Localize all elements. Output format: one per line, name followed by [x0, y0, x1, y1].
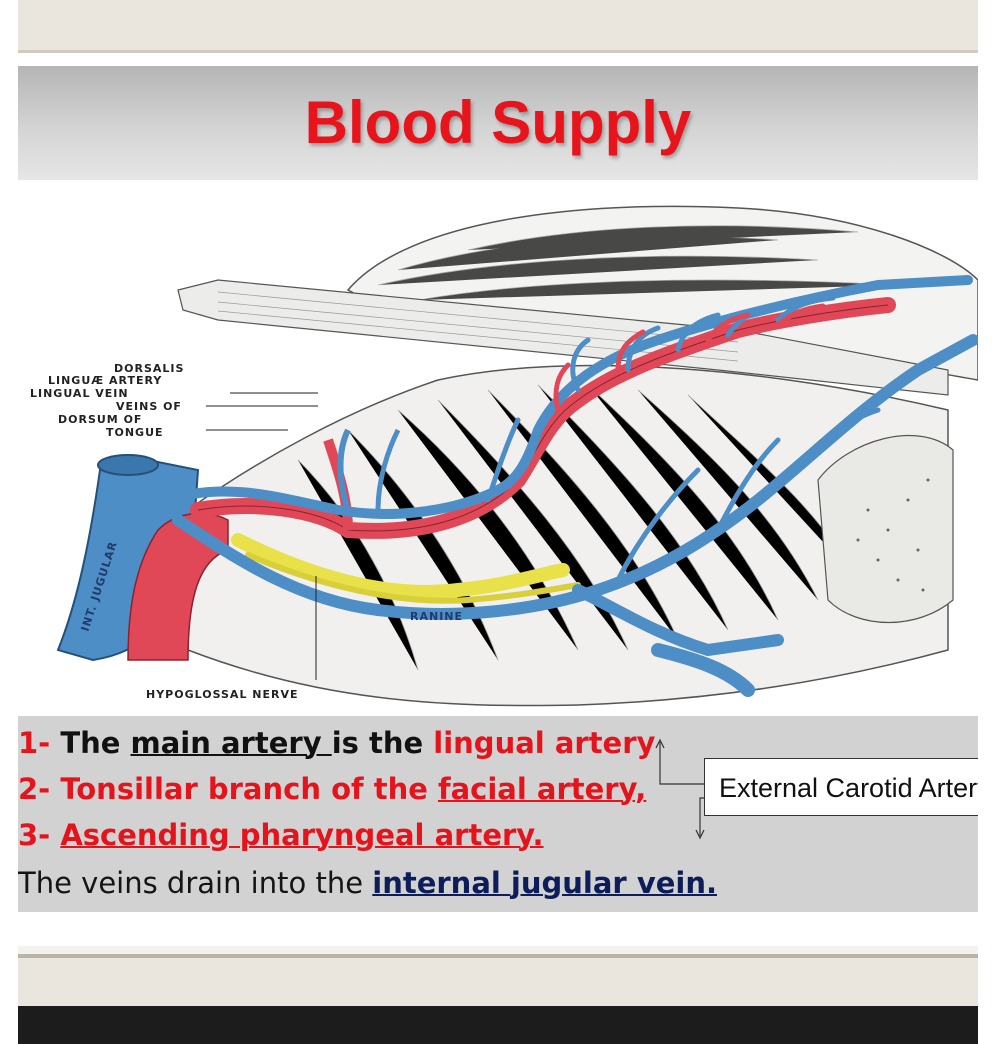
- label-dorsalis-2: LINGUÆ ARTERY: [48, 374, 162, 387]
- title-bar: Blood Supply: [18, 66, 978, 180]
- text-panel: 1- The main artery is the lingual artery…: [18, 716, 978, 912]
- label-veins-of-3: TONGUE: [106, 426, 164, 439]
- tongue-anatomy-illustration: DORSALIS LINGUÆ ARTERY LINGUAL VEIN VEIN…: [18, 180, 978, 716]
- label-veins-of-2: DORSUM OF: [58, 413, 142, 426]
- dark-footer-band: [18, 1006, 978, 1044]
- callout-bracket: [648, 736, 708, 846]
- bottom-frame-band: [18, 958, 978, 1006]
- line1-text-a: The: [50, 726, 130, 760]
- line2-number: 2-: [18, 772, 50, 806]
- line1-text-c: is the: [332, 726, 434, 760]
- veins-line: The veins drain into the internal jugula…: [18, 866, 717, 900]
- external-carotid-callout: External Carotid Artery: [704, 758, 978, 816]
- line1-lingual-artery: lingual artery: [433, 726, 655, 760]
- line4-internal-jugular: internal jugular vein.: [372, 866, 717, 900]
- top-frame-rule: [18, 50, 978, 53]
- slide: Blood Supply: [18, 66, 978, 946]
- line2-facial-artery: facial artery,: [438, 772, 646, 806]
- label-hypoglossal-nerve: HYPOGLOSSAL NERVE: [146, 688, 299, 701]
- line1-text-b: main artery: [131, 726, 332, 760]
- line3-ascending-pharyngeal: Ascending pharyngeal artery.: [60, 818, 543, 852]
- bullet-line-1: 1- The main artery is the lingual artery: [18, 726, 655, 760]
- line2-text-a: Tonsillar branch of the: [50, 772, 438, 806]
- label-veins-of-1: VEINS OF: [116, 400, 182, 413]
- slide-title: Blood Supply: [18, 88, 978, 157]
- label-lingual-vein: LINGUAL VEIN: [30, 387, 129, 400]
- label-ranine: RANINE: [410, 610, 463, 623]
- top-frame-band: [18, 0, 978, 50]
- line4-text-a: The veins drain into the: [18, 866, 372, 900]
- line1-number: 1-: [18, 726, 50, 760]
- bullet-line-3: 3- Ascending pharyngeal artery.: [18, 818, 544, 852]
- bottom-frame-gap: [18, 946, 978, 954]
- bullet-line-2: 2- Tonsillar branch of the facial artery…: [18, 772, 646, 806]
- tongue-anatomy-figure: DORSALIS LINGUÆ ARTERY LINGUAL VEIN VEIN…: [18, 180, 978, 716]
- line3-number: 3-: [18, 818, 50, 852]
